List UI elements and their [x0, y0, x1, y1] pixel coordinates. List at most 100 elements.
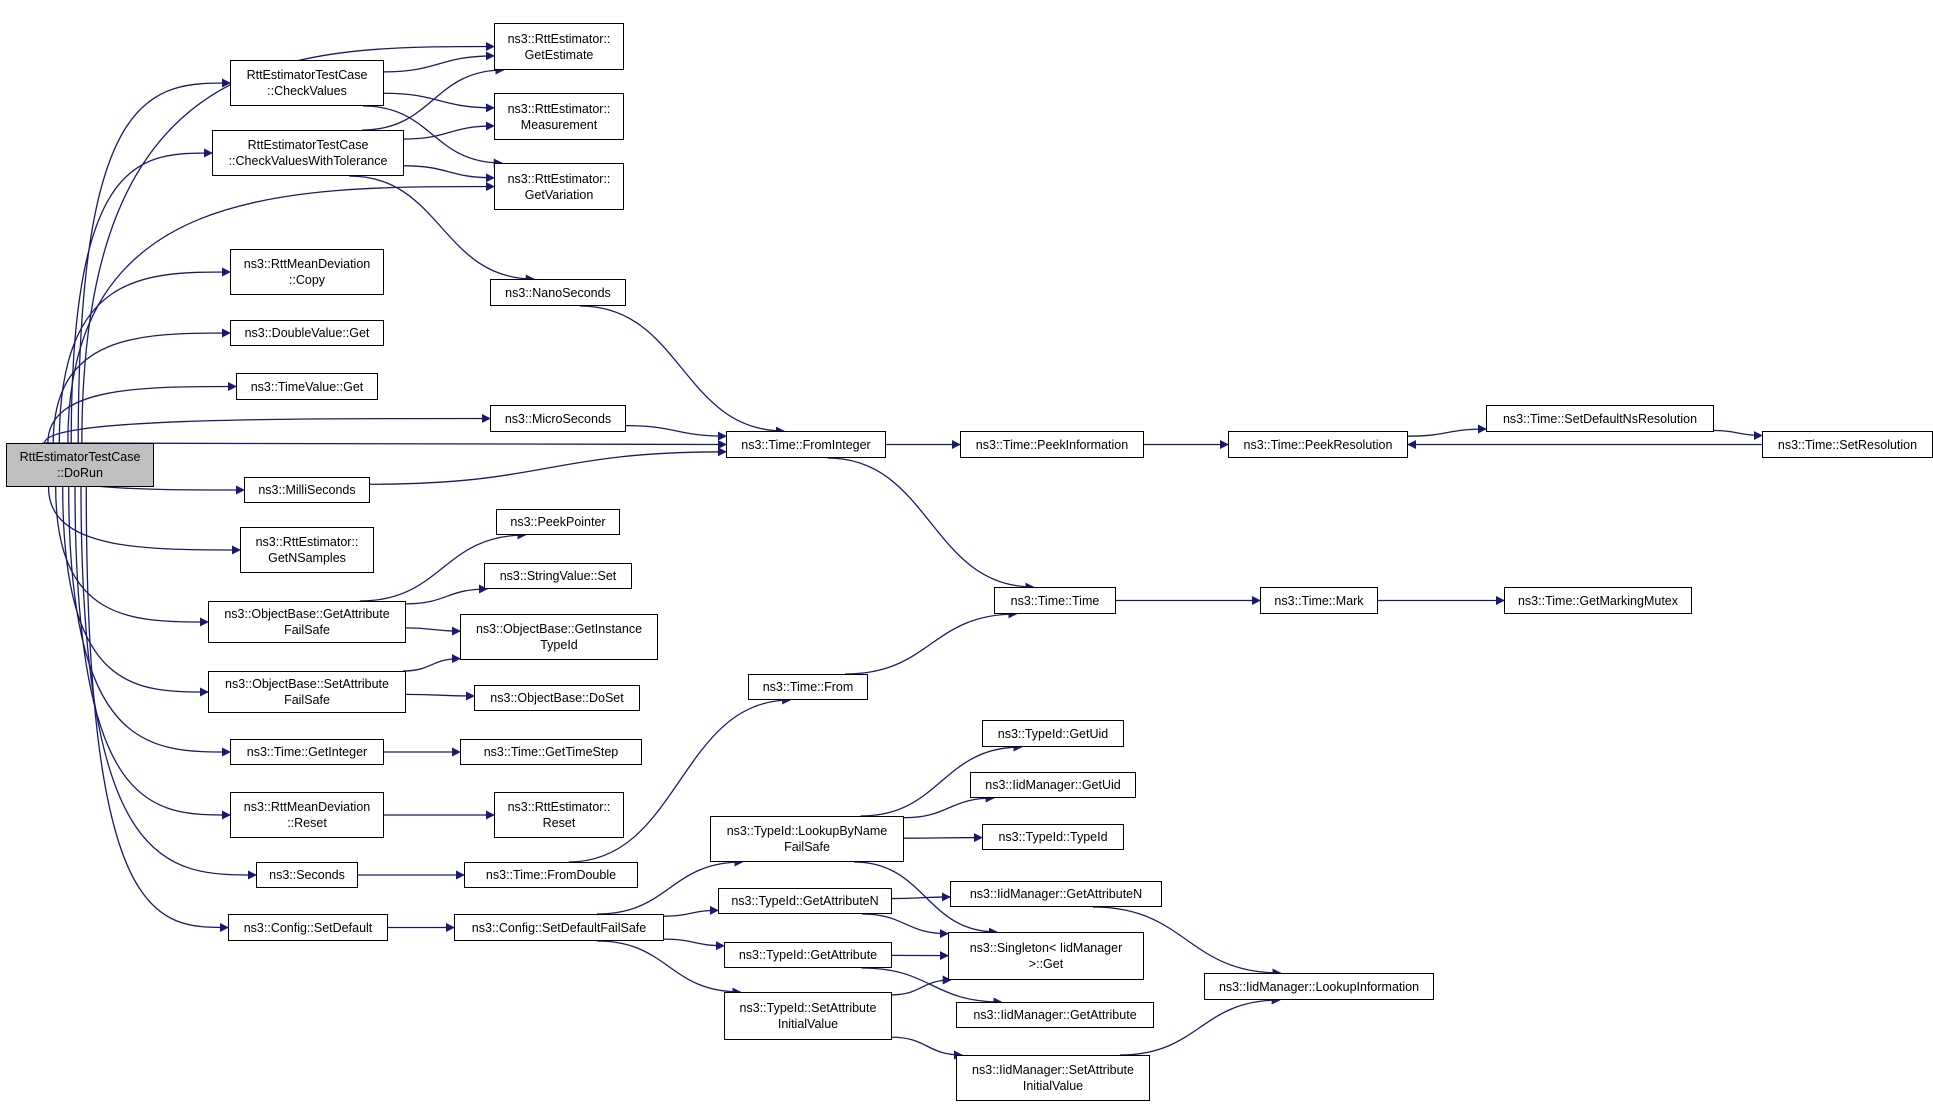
node-time-setdefaultnsresolution[interactable]: ns3::Time::SetDefaultNsResolution [1486, 405, 1714, 432]
call-edge-doRun-to-getAttrFailSafe [55, 486, 209, 627]
call-edge-doRun-to-seconds [80, 486, 257, 880]
call-edge-doRun-to-timeValueGet [47, 382, 237, 444]
call-edge-checkValuesTol-to-getEstimate [362, 65, 505, 131]
node-label: ns3::RttEstimator:: [507, 101, 611, 116]
node-label: FailSafe [284, 623, 330, 637]
node-rttestimator-reset[interactable]: ns3::RttEstimator::Reset [494, 792, 624, 838]
node-iidmanager-getattribute[interactable]: ns3::IidManager::GetAttribute [956, 1002, 1154, 1028]
node-time-frominteger[interactable]: ns3::Time::FromInteger [726, 431, 886, 458]
call-edge-configSetDefaultFailSafe-to-lookupByName [596, 857, 744, 915]
node-label: GetEstimate [524, 47, 594, 62]
node-label: Reset [542, 816, 576, 830]
node-label: ns3::MicroSeconds [504, 411, 612, 426]
call-edge-doRun-to-getEstimate [81, 42, 495, 444]
call-edge-configSetDefaultFailSafe-to-typeIdGetAttribute [663, 938, 725, 951]
node-peekpointer[interactable]: ns3::PeekPointer [496, 509, 620, 535]
call-edge-checkValues-to-measurement [383, 92, 495, 113]
call-edge-microSeconds-to-fromInteger [625, 424, 727, 441]
node-seconds[interactable]: ns3::Seconds [256, 862, 358, 888]
node-checkvalueswithtolerance[interactable]: RttEstimatorTestCase::CheckValuesWithTol… [212, 130, 404, 176]
call-edge-configSetDefaultFailSafe-to-typeIdGetAttributeN [663, 905, 719, 917]
node-rttestimator-getvariation[interactable]: ns3::RttEstimator::GetVariation [494, 163, 624, 210]
node-time-gettimestep[interactable]: ns3::Time::GetTimeStep [460, 739, 642, 765]
node-config-setdefault[interactable]: ns3::Config::SetDefault [228, 914, 388, 941]
node-rttestimator-getestimate[interactable]: ns3::RttEstimator::GetEstimate [494, 23, 624, 70]
call-edge-iidGetAttributeN-to-lookupInformation [1092, 906, 1282, 978]
node-rttmeandeviation-copy[interactable]: ns3::RttMeanDeviation::Copy [230, 249, 384, 295]
call-edge-fromInteger-to-timeTime [827, 457, 1035, 592]
node-label: ns3::Time::GetTimeStep [483, 745, 619, 759]
node-iidmanager-getuid[interactable]: ns3::IidManager::GetUid [970, 772, 1136, 798]
node-typeid-getattributen[interactable]: ns3::TypeId::GetAttributeN [718, 888, 892, 914]
node-label: ns3::Time::Mark [1274, 593, 1364, 608]
call-edge-doRun-to-meanDevReset [74, 486, 231, 820]
call-edge-checkValues-to-getVariation [362, 105, 503, 168]
call-edge-typeIdGetAttribute-to-iidGetAttribute [861, 967, 1003, 1007]
node-iidmanager-getattributen[interactable]: ns3::IidManager::GetAttributeN [950, 881, 1162, 907]
node-label: ns3::TypeId::GetUid [997, 726, 1109, 741]
node-stringvalue-set[interactable]: ns3::StringValue::Set [484, 563, 632, 589]
call-edge-doRun-to-checkValues [77, 78, 231, 444]
call-edge-configSetDefaultFailSafe-to-typeIdSetAttrInitial [596, 940, 742, 997]
call-edge-milliSeconds-to-fromInteger [369, 447, 727, 485]
node-singleton-iidmanager-get[interactable]: ns3::Singleton< IidManager>::Get [948, 932, 1144, 980]
node-label: ns3::ObjectBase::DoSet [490, 691, 624, 705]
call-edge-typeIdGetAttributeN-to-iidGetAttributeN [891, 892, 951, 902]
node-typeid-getattribute[interactable]: ns3::TypeId::GetAttribute [724, 942, 892, 968]
node-time-getmarkingmutex[interactable]: ns3::Time::GetMarkingMutex [1504, 587, 1692, 614]
node-time-mark[interactable]: ns3::Time::Mark [1260, 587, 1378, 614]
node-timevalue-get[interactable]: ns3::TimeValue::Get [236, 373, 378, 400]
node-label: ns3::Time::Time [1010, 593, 1100, 608]
node-label: ns3::IidManager::GetUid [985, 778, 1121, 792]
node-time-peekinformation[interactable]: ns3::Time::PeekInformation [960, 431, 1144, 458]
node-label: ns3::Time::From [762, 680, 854, 694]
call-edge-peekResolution-to-setDefaultNsResolution [1407, 424, 1487, 437]
node-label: Measurement [520, 117, 598, 132]
node-time-setresolution[interactable]: ns3::Time::SetResolution [1762, 431, 1933, 458]
node-typeid-getuid[interactable]: ns3::TypeId::GetUid [982, 720, 1124, 747]
node-label: ns3::Time::FromDouble [485, 868, 617, 882]
node-rttmeandeviation-reset[interactable]: ns3::RttMeanDeviation::Reset [230, 792, 384, 838]
node-typeid-typeid[interactable]: ns3::TypeId::TypeId [982, 824, 1124, 850]
node-label: GetNSamples [268, 551, 346, 565]
node-rttestimator-getnsamples[interactable]: ns3::RttEstimator::GetNSamples [240, 527, 374, 573]
node-milliseconds[interactable]: ns3::MilliSeconds [244, 477, 370, 503]
call-edge-doRun-to-setAttrFailSafe [62, 486, 209, 697]
call-edge-doRun-to-doubleGet [52, 328, 231, 444]
node-label: ns3::Time::GetMarkingMutex [1517, 593, 1678, 608]
call-edge-getAttrFailSafe-to-peekPointer [359, 530, 527, 602]
node-label: ns3::RttMeanDeviation [243, 800, 371, 814]
node-label: RttEstimatorTestCase [247, 138, 369, 152]
node-config-setdefaultfailsafe[interactable]: ns3::Config::SetDefaultFailSafe [454, 914, 664, 941]
node-time-getinteger[interactable]: ns3::Time::GetInteger [230, 739, 384, 765]
node-label: ::Copy [288, 273, 326, 287]
node-doublevalue-get[interactable]: ns3::DoubleValue::Get [230, 320, 384, 346]
node-label: ns3::PeekPointer [510, 515, 606, 529]
node-time-fromdouble[interactable]: ns3::Time::FromDouble [464, 862, 638, 888]
node-rttestimator-measurement[interactable]: ns3::RttEstimator::Measurement [494, 93, 624, 140]
node-label: ns3::ObjectBase::SetAttribute [225, 677, 389, 691]
node-rttestimatortestcase-dorun[interactable]: RttEstimatorTestCase::DoRun [6, 443, 154, 487]
node-time-peekresolution[interactable]: ns3::Time::PeekResolution [1228, 431, 1408, 458]
call-edge-doRun-to-timeGetInteger [68, 486, 231, 757]
call-edge-checkValues-to-getEstimate [383, 51, 495, 73]
node-objectbase-doset[interactable]: ns3::ObjectBase::DoSet [474, 685, 640, 711]
node-nanoseconds[interactable]: ns3::NanoSeconds [490, 279, 626, 306]
node-time-from[interactable]: ns3::Time::From [748, 674, 868, 700]
node-label: ::CheckValues [267, 84, 347, 98]
node-label: ns3::RttEstimator:: [507, 31, 611, 46]
node-label: ns3::Singleton< IidManager [969, 941, 1123, 955]
call-edge-doRun-to-microSeconds [44, 414, 491, 444]
node-label: ns3::TypeId::LookupByName [726, 824, 888, 838]
node-label: ns3::IidManager::GetAttributeN [969, 887, 1143, 901]
node-checkvalues[interactable]: RttEstimatorTestCase::CheckValues [230, 60, 384, 106]
node-iidmanager-lookupinformation[interactable]: ns3::IidManager::LookupInformation [1204, 973, 1434, 1000]
node-time-time[interactable]: ns3::Time::Time [994, 587, 1116, 614]
node-microseconds[interactable]: ns3::MicroSeconds [490, 405, 626, 432]
